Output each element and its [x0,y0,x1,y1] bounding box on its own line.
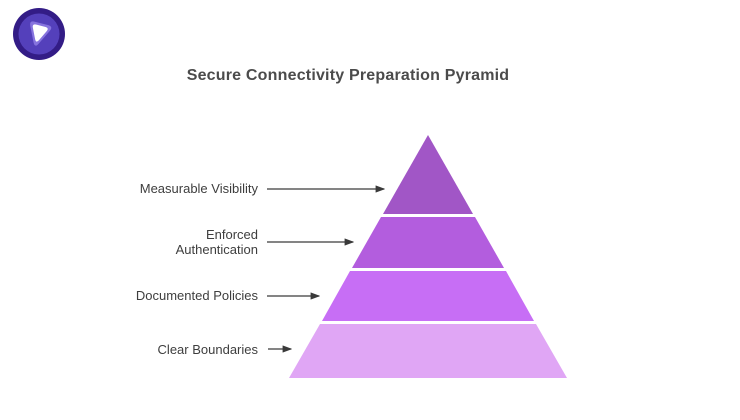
label-documented-policies: Documented Policies [135,288,258,303]
pyramid-level-documented-policies [322,271,534,321]
pyramid-level-enforced-authentication [352,217,504,268]
label-clear-boundaries: Clear Boundaries [157,342,258,357]
pyramid-level-measurable-visibility [383,135,473,214]
label-measurable-visibility: Measurable Visibility [139,181,258,196]
brand-logo[interactable] [13,8,65,60]
page-title: Secure Connectivity Preparation Pyramid [186,67,510,84]
label-enforced-authentication: Enforced Authentication [175,227,258,257]
logo-pick-icon [32,24,48,42]
pyramid-level-clear-boundaries [289,324,567,378]
